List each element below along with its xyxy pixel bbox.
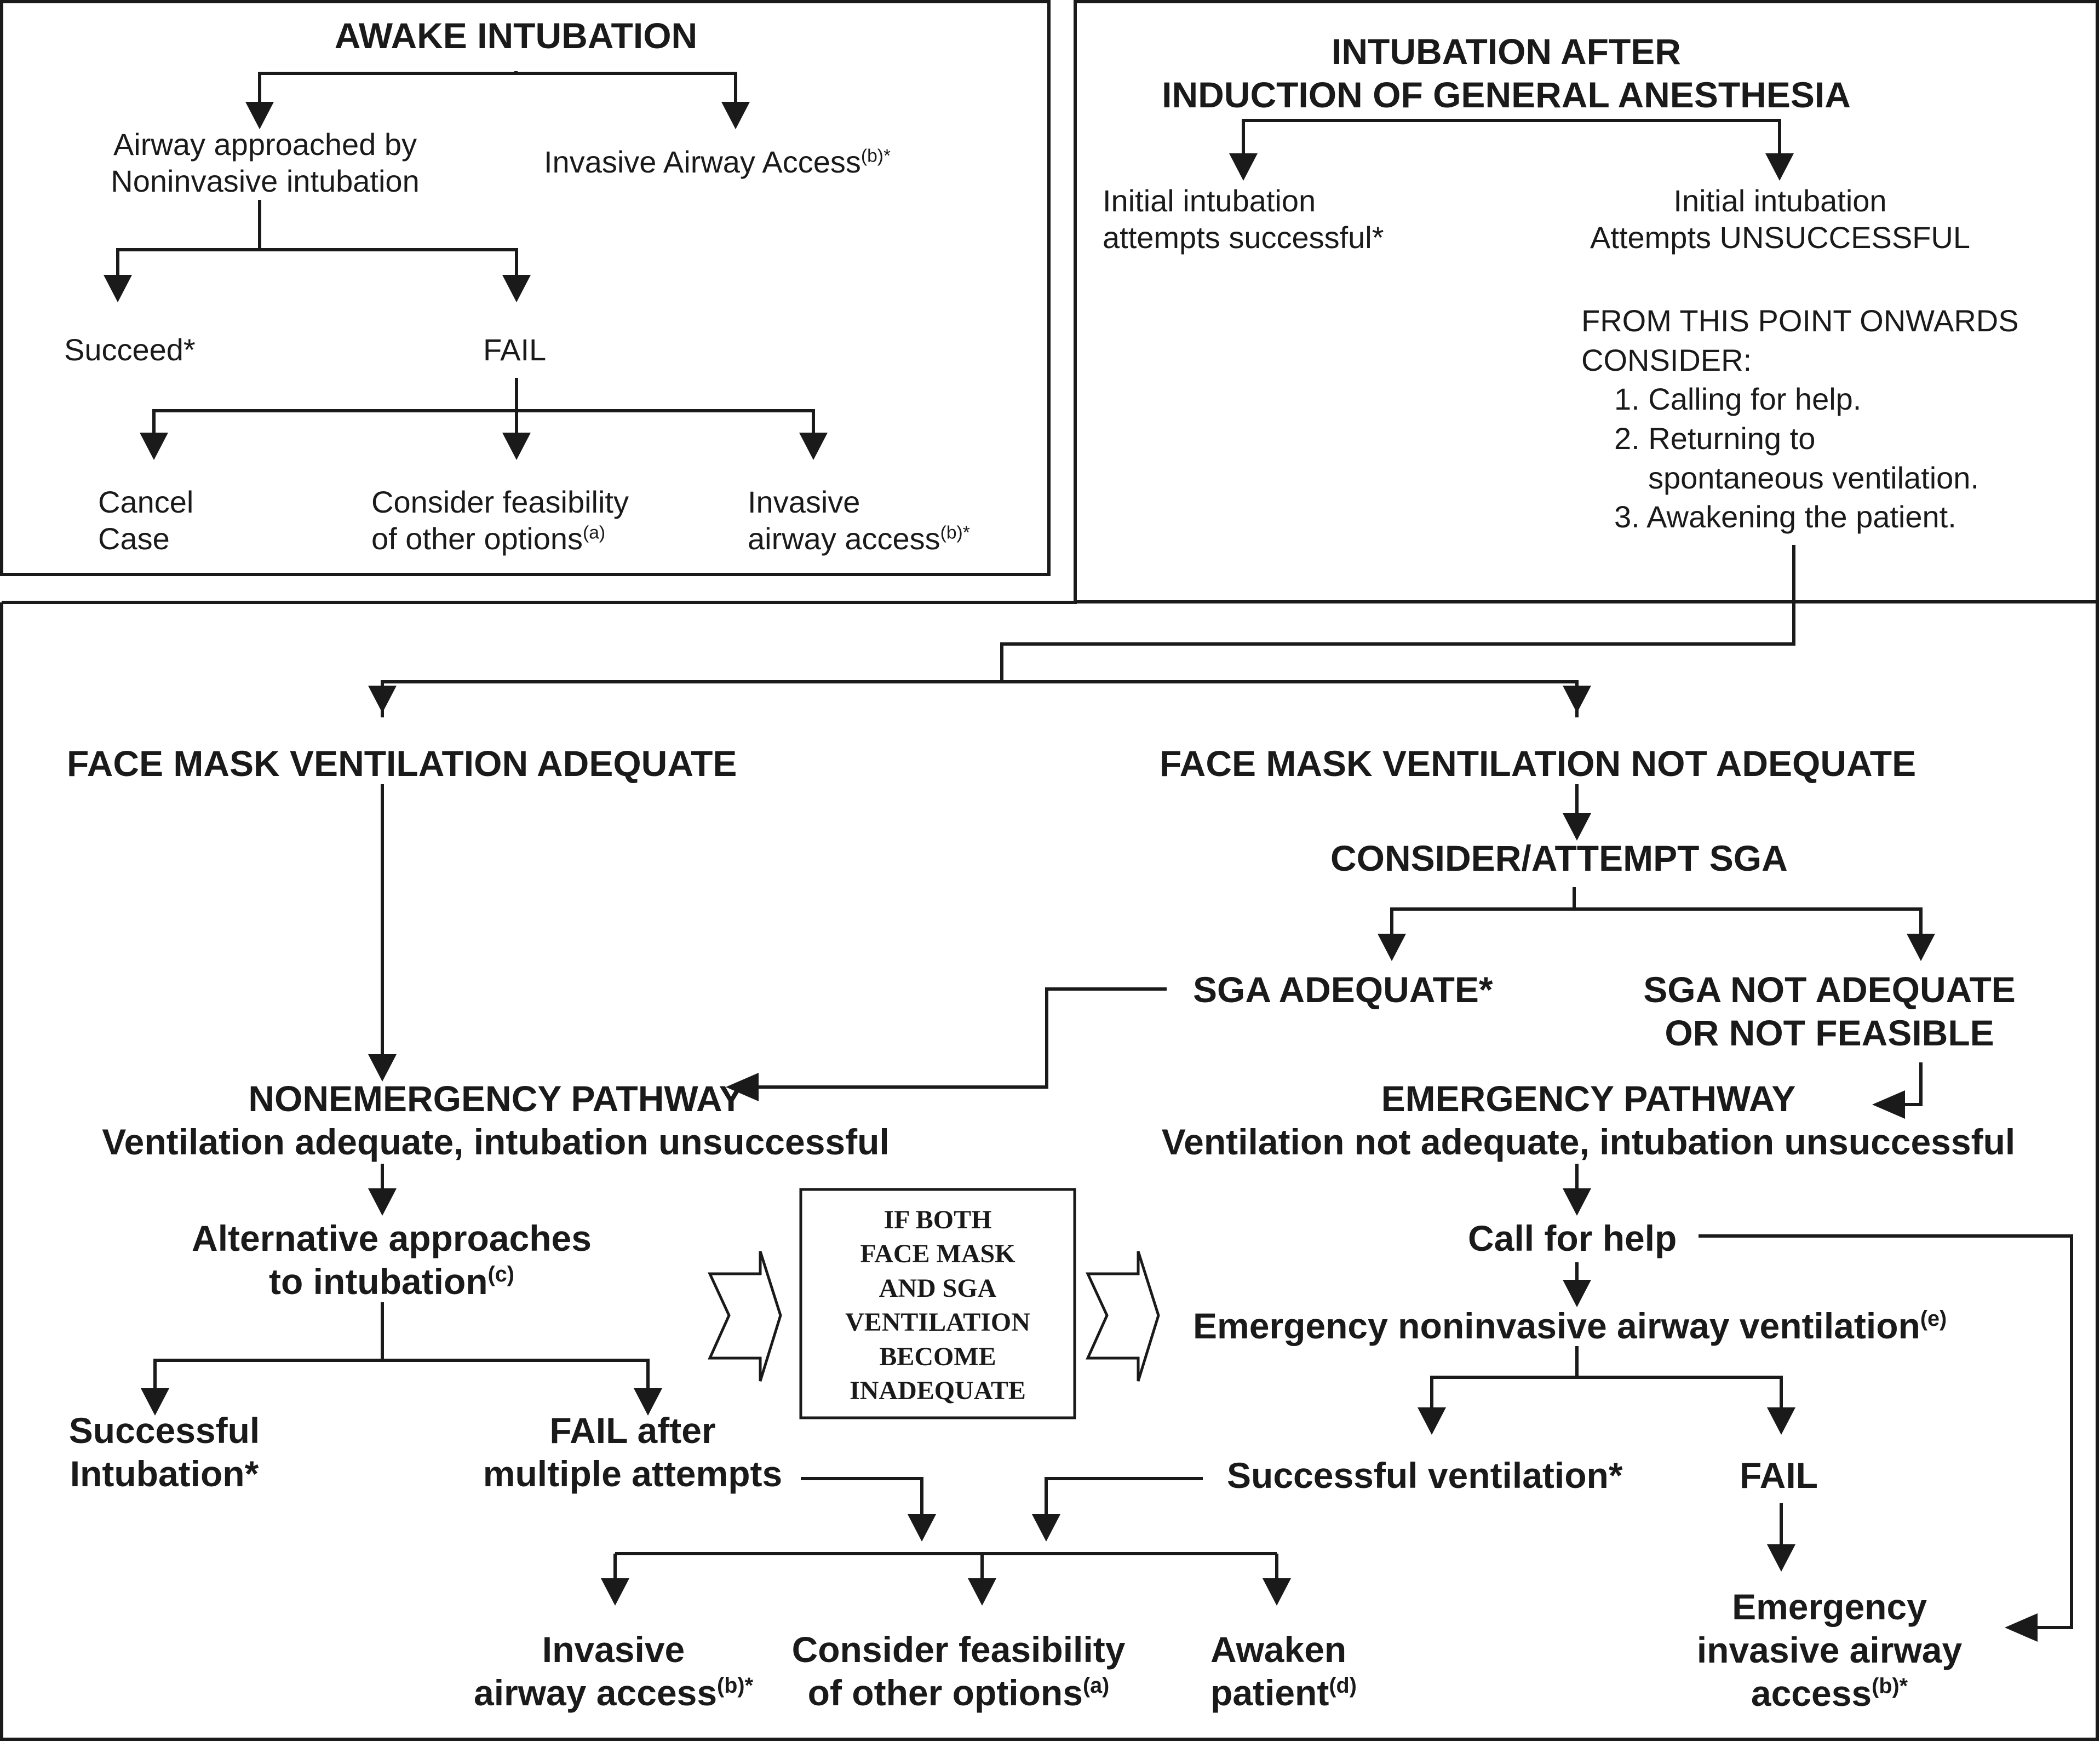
- emergency-line-2: Ventilation not adequate, intubation uns…: [1161, 1122, 2016, 1163]
- nonemergency-line-2: Ventilation adequate, intubation unsucce…: [102, 1122, 890, 1163]
- induction-title-line-2: INDUCTION OF GENERAL ANESTHESIA: [1162, 74, 1851, 116]
- awaken-line-1: Awaken: [1210, 1629, 1347, 1670]
- sga-adequate-label: SGA ADEQUATE*: [1193, 969, 1493, 1010]
- consider-item-3: 3. Awakening the patient.: [1614, 499, 1956, 534]
- awake-invasive-line-1: Invasive: [748, 485, 860, 519]
- noninvasive-line-2: Noninvasive intubation: [111, 164, 420, 199]
- emergency-invasive-line-1: Emergency: [1732, 1586, 1927, 1627]
- sga-not-adequate-label: SGA NOT ADEQUATE OR NOT FEASIBLE: [1610, 968, 2049, 1055]
- alternative-line-2: to intubation(c): [269, 1261, 514, 1302]
- noninvasive-intubation-label: Airway approached by Noninvasive intubat…: [73, 126, 457, 199]
- nonemergency-line-1: NONEMERGENCY PATHWAY: [248, 1078, 743, 1119]
- consider-item-2: 2. Returning to: [1614, 421, 1816, 456]
- emergency-line-1: EMERGENCY PATHWAY: [1381, 1078, 1796, 1119]
- awake-fail-label: FAIL: [483, 332, 547, 367]
- awaken-line-2: patient(d): [1210, 1672, 1357, 1714]
- awake-panel-border: [0, 0, 1051, 576]
- awake-intubation-title: AWAKE INTUBATION: [334, 15, 698, 56]
- induction-title-line-1: INTUBATION AFTER: [1332, 31, 1681, 72]
- emergency-invasive-line-2: invasive airway: [1696, 1630, 1963, 1671]
- fmv-adequate-label: FACE MASK VENTILATION ADEQUATE: [67, 743, 737, 784]
- consider-attempt-sga-label: CONSIDER/ATTEMPT SGA: [1330, 838, 1788, 878]
- awake-invasive-line-2: airway access(b)*: [748, 521, 970, 556]
- succeed-label: Succeed*: [64, 332, 196, 367]
- consider-item-1: 1. Calling for help.: [1614, 382, 1862, 417]
- call-for-help-label: Call for help: [1468, 1218, 1677, 1258]
- successful-intubation-line-1: Successful: [68, 1410, 260, 1451]
- both-inadequate-box: [799, 1188, 1076, 1419]
- emergency-pathway-label: EMERGENCY PATHWAY Ventilation not adequa…: [1128, 1077, 2049, 1164]
- initial-unsuccess-line-2: Attempts UNSUCCESSFUL: [1590, 220, 1970, 255]
- consider-final-line-1: Consider feasibility: [791, 1629, 1126, 1670]
- fmv-not-adequate-label: FACE MASK VENTILATION NOT ADEQUATE: [1160, 743, 1917, 784]
- hollow-arrow-left: [708, 1251, 782, 1382]
- cancel-line-1: Cancel: [98, 485, 194, 519]
- consider-list: FROM THIS POINT ONWARDS CONSIDER: 1. Cal…: [1581, 301, 2019, 537]
- consider-list-heading-2: CONSIDER:: [1581, 342, 1752, 377]
- awake-consider-options-label: Consider feasibility of other options(a): [371, 484, 629, 557]
- induction-title: INTUBATION AFTER INDUCTION OF GENERAL AN…: [1095, 30, 1917, 117]
- initial-success-line-2: attempts successful*: [1103, 220, 1384, 255]
- cancel-line-2: Case: [98, 521, 170, 556]
- awake-invasive-access-label: Invasive airway access(b)*: [748, 484, 970, 557]
- successful-intubation-label: Successful Intubation*: [44, 1409, 285, 1496]
- consider-list-heading-1: FROM THIS POINT ONWARDS: [1581, 303, 2019, 338]
- both-inadequate-text: IF BOTH FACE MASK AND SGA VENTILATION BE…: [845, 1205, 1030, 1405]
- cancel-case-label: Cancel Case: [98, 484, 193, 557]
- alternative-line-1: Alternative approaches: [192, 1218, 592, 1258]
- emergency-noninvasive-label: Emergency noninvasive airway ventilation…: [1193, 1306, 1947, 1346]
- noninvasive-line-1: Airway approached by: [113, 127, 417, 162]
- awaken-patient-label: Awaken patient(d): [1210, 1628, 1357, 1715]
- emergency-invasive-access-label: Emergency invasive airway access(b)*: [1643, 1585, 2016, 1716]
- sga-not-line-1: SGA NOT ADEQUATE: [1643, 969, 2016, 1010]
- fail-after-line-2: multiple attempts: [483, 1453, 783, 1494]
- invasive-airway-access-final-label: Invasive airway access(b)*: [449, 1628, 778, 1715]
- initial-attempts-successful-label: Initial intubation attempts successful*: [1103, 182, 1384, 256]
- invasive-final-line-1: Invasive: [542, 1629, 685, 1670]
- awake-consider-line-2: of other options(a): [371, 521, 606, 556]
- invasive-airway-access-text: Invasive Airway Access: [544, 145, 861, 179]
- fail-after-line-1: FAIL after: [549, 1410, 716, 1451]
- consider-final-line-2: of other options(a): [807, 1672, 1110, 1714]
- initial-unsuccess-line-1: Initial intubation: [1673, 183, 1887, 218]
- emergency-invasive-line-3: access(b)*: [1751, 1673, 1908, 1714]
- main-panel-border: [0, 601, 2099, 1741]
- consider-item-2-cont: spontaneous ventilation.: [1648, 460, 1979, 495]
- nonemergency-pathway-label: NONEMERGENCY PATHWAY Ventilation adequat…: [44, 1077, 948, 1164]
- hollow-arrow-right: [1086, 1251, 1160, 1382]
- initial-success-line-1: Initial intubation: [1103, 183, 1316, 218]
- successful-intubation-line-2: Intubation*: [70, 1453, 259, 1494]
- invasive-airway-access-label: Invasive Airway Access(b)*: [544, 143, 891, 180]
- initial-attempts-unsuccessful-label: Initial intubation Attempts UNSUCCESSFUL: [1567, 182, 1994, 256]
- alternative-approaches-label: Alternative approaches to intubation(c): [137, 1217, 646, 1303]
- invasive-airway-access-sup: (b)*: [860, 146, 891, 166]
- fail-after-attempts-label: FAIL after multiple attempts: [455, 1409, 811, 1496]
- induction-panel-border: [1074, 0, 2099, 603]
- awake-consider-line-1: Consider feasibility: [371, 485, 629, 519]
- consider-options-final-label: Consider feasibility of other options(a): [767, 1628, 1150, 1715]
- invasive-final-line-2: airway access(b)*: [473, 1672, 753, 1714]
- emergency-fail-label: FAIL: [1740, 1455, 1818, 1496]
- successful-ventilation-label: Successful ventilation*: [1227, 1455, 1623, 1496]
- sga-not-line-2: OR NOT FEASIBLE: [1665, 1013, 1994, 1054]
